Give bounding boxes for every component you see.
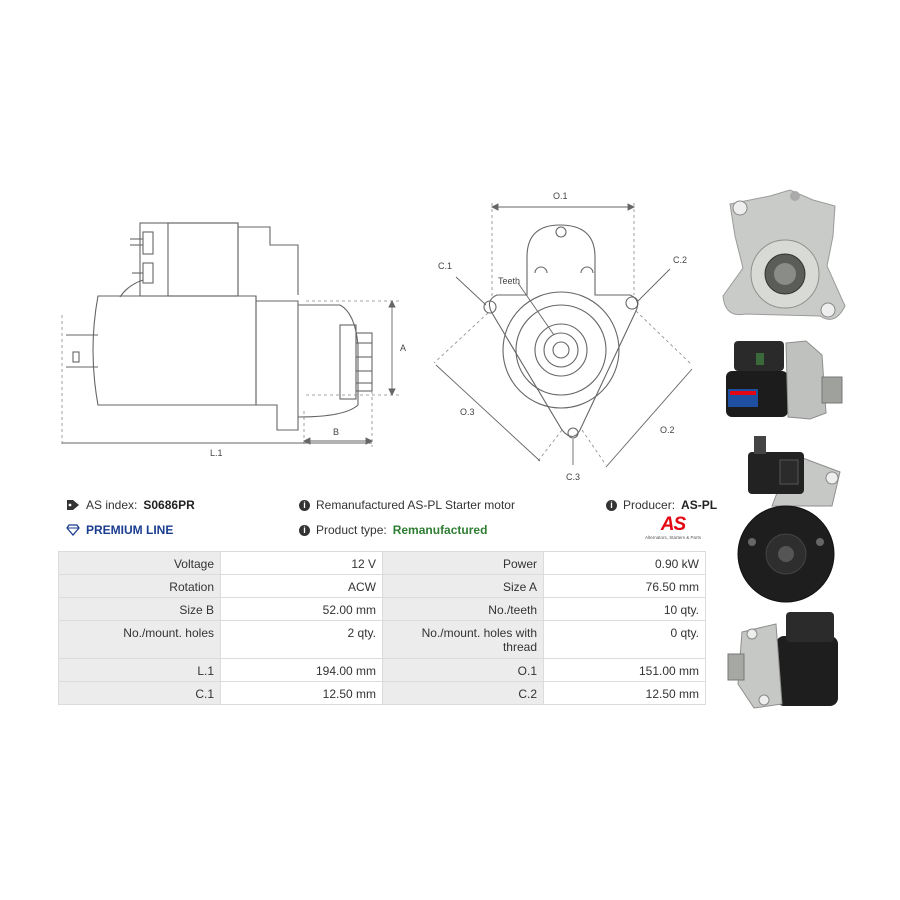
spec-value: 0.90 kW xyxy=(543,551,706,575)
dim-b-label: B xyxy=(333,427,339,437)
description-text: Remanufactured AS-PL Starter motor xyxy=(316,498,515,512)
product-type-label: Product type: xyxy=(316,523,387,537)
product-photo-side xyxy=(726,340,843,420)
as-index: AS index: S0686PR xyxy=(66,498,195,512)
spec-value: 12 V xyxy=(220,551,383,575)
info-icon: i xyxy=(299,524,310,536)
logo-tagline: Alternators, Starters & Parts xyxy=(644,535,702,540)
product-description: i Remanufactured AS-PL Starter motor xyxy=(299,498,515,512)
spec-label: C.1 xyxy=(58,681,221,705)
product-type: i Product type: Remanufactured xyxy=(299,523,487,537)
teeth-label: Teeth xyxy=(498,276,520,286)
spec-label: Size A xyxy=(382,574,544,598)
spec-label: C.2 xyxy=(382,681,544,705)
premium-line-badge: PREMIUM LINE xyxy=(66,523,173,537)
spec-value: 0 qty. xyxy=(543,620,706,659)
product-photo-front xyxy=(722,189,846,320)
dim-c3-label: C.3 xyxy=(566,472,580,482)
diamond-icon xyxy=(66,524,80,536)
spec-label: Size B xyxy=(58,597,221,621)
logo-mark: AS xyxy=(660,514,686,535)
dim-l1-label: L.1 xyxy=(210,448,223,458)
spec-label: Voltage xyxy=(58,551,221,575)
spec-label: L.1 xyxy=(58,658,221,682)
producer-value: AS-PL xyxy=(681,498,718,512)
spec-label: Rotation xyxy=(58,574,221,598)
tag-icon xyxy=(67,500,79,510)
premium-line-label: PREMIUM LINE xyxy=(86,523,174,537)
spec-label: Power xyxy=(382,551,544,575)
dim-c1-label: C.1 xyxy=(438,261,452,271)
spec-value: 12.50 mm xyxy=(543,681,706,705)
producer: i Producer: AS-PL xyxy=(606,498,717,512)
info-icon: i xyxy=(606,499,617,511)
dim-o1-label: O.1 xyxy=(553,191,568,201)
info-icon: i xyxy=(299,499,310,511)
product-photo-angle xyxy=(727,612,838,709)
dim-c2-label: C.2 xyxy=(673,255,687,265)
spec-value: 52.00 mm xyxy=(220,597,383,621)
spec-label: No./mount. holes xyxy=(58,620,221,659)
as-index-label: AS index: xyxy=(86,498,138,512)
spec-value: 12.50 mm xyxy=(220,681,383,705)
front-view-diagram: O.1 C.1 C.2 Teeth O.3 O.2 C.3 xyxy=(433,191,693,482)
producer-label: Producer: xyxy=(623,498,676,512)
spec-value: 76.50 mm xyxy=(543,574,706,598)
side-view-diagram: A B L.1 xyxy=(61,222,406,458)
spec-value: 2 qty. xyxy=(220,620,383,659)
dim-a-label: A xyxy=(400,343,406,353)
spec-label: O.1 xyxy=(382,658,544,682)
as-pl-logo: AS Alternators, Starters & Parts xyxy=(640,514,706,541)
spec-value: 151.00 mm xyxy=(543,658,706,682)
product-type-value: Remanufactured xyxy=(392,523,488,537)
as-index-value: S0686PR xyxy=(143,498,195,512)
spec-value: ACW xyxy=(220,574,383,598)
product-photo-rear xyxy=(737,436,841,603)
spec-label: No./mount. holes with thread xyxy=(382,620,544,659)
spec-value: 194.00 mm xyxy=(220,658,383,682)
dim-o3-label: O.3 xyxy=(460,407,475,417)
dim-o2-label: O.2 xyxy=(660,425,675,435)
spec-value: 10 qty. xyxy=(543,597,706,621)
spec-label: No./teeth xyxy=(382,597,544,621)
